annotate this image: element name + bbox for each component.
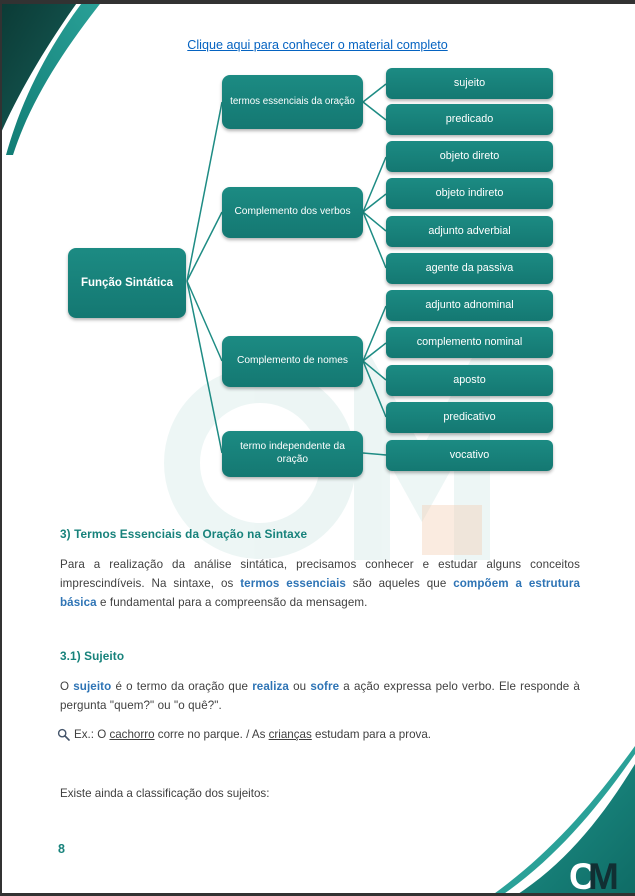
paragraph-text: é o termo da oração que bbox=[111, 680, 253, 693]
diagram-branch-node: Complemento dos verbos bbox=[222, 187, 363, 238]
intro-paragraph: Para a realização da análise sintática, … bbox=[60, 555, 580, 612]
page-border-bottom bbox=[0, 893, 635, 896]
diagram-leaf-node: complemento nominal bbox=[386, 327, 553, 358]
example-part: corre no parque. / As bbox=[154, 728, 269, 741]
diagram-leaf-node: adjunto adverbial bbox=[386, 216, 553, 247]
example-underlined-term: crianças bbox=[268, 728, 312, 741]
highlight-term: termos essenciais bbox=[240, 577, 346, 590]
diagram-leaf-node: agente da passiva bbox=[386, 253, 553, 284]
diagram-leaf-node: predicado bbox=[386, 104, 553, 135]
diagram-leaf-node: objeto indireto bbox=[386, 178, 553, 209]
paragraph-text: ou bbox=[288, 680, 311, 693]
highlight-term: compõem a estrutura básica bbox=[60, 577, 580, 609]
diagram-leaf-node: predicativo bbox=[386, 402, 553, 433]
diagram-branch-node: termo independente da oração bbox=[222, 431, 363, 477]
closing-line: Existe ainda a classificação dos sujeito… bbox=[60, 787, 270, 800]
page-number: 8 bbox=[58, 842, 65, 856]
page-border-top bbox=[0, 0, 635, 4]
section-heading-sujeito: 3.1) Sujeito bbox=[60, 649, 125, 663]
page-border-left bbox=[0, 0, 2, 896]
diagram-root-node: Função Sintática bbox=[68, 248, 186, 318]
example-part: Ex.: O bbox=[74, 728, 110, 741]
diagram-branch-node: termos essenciais da oração bbox=[222, 75, 363, 129]
material-link[interactable]: Clique aqui para conhecer o material com… bbox=[187, 38, 448, 52]
paragraph-text: são aqueles que bbox=[345, 577, 454, 590]
highlight-term: realiza bbox=[252, 680, 289, 693]
diagram-branch-node: Complemento de nomes bbox=[222, 336, 363, 387]
section-heading-termos-essenciais: 3) Termos Essenciais da Oração na Sintax… bbox=[60, 527, 308, 541]
highlight-term: sujeito bbox=[73, 680, 112, 693]
diagram-leaf-node: objeto direto bbox=[386, 141, 553, 172]
example-text: Ex.: O cachorro corre no parque. / As cr… bbox=[74, 728, 431, 741]
example-underlined-term: cachorro bbox=[109, 728, 155, 741]
diagram-leaf-node: aposto bbox=[386, 365, 553, 396]
paragraph-text: e fundamental para a compreensão da mens… bbox=[96, 596, 368, 609]
diagram-leaf-node: vocativo bbox=[386, 440, 553, 471]
example-part: estudam para a prova. bbox=[311, 728, 432, 741]
paragraph-text: Para a realização da análise sintática, … bbox=[60, 558, 580, 590]
diagram-leaf-node: sujeito bbox=[386, 68, 553, 99]
diagram-leaf-node: adjunto adnominal bbox=[386, 290, 553, 321]
highlight-term: sofre bbox=[310, 680, 340, 693]
magnifier-icon bbox=[57, 728, 70, 741]
paragraph-text: O bbox=[60, 680, 74, 693]
sujeito-paragraph: O sujeito é o termo da oração que realiz… bbox=[60, 677, 580, 715]
paragraph-text: a ação expressa pelo verbo. Ele responde… bbox=[60, 680, 580, 712]
example-line: Ex.: O cachorro corre no parque. / As cr… bbox=[57, 728, 580, 741]
